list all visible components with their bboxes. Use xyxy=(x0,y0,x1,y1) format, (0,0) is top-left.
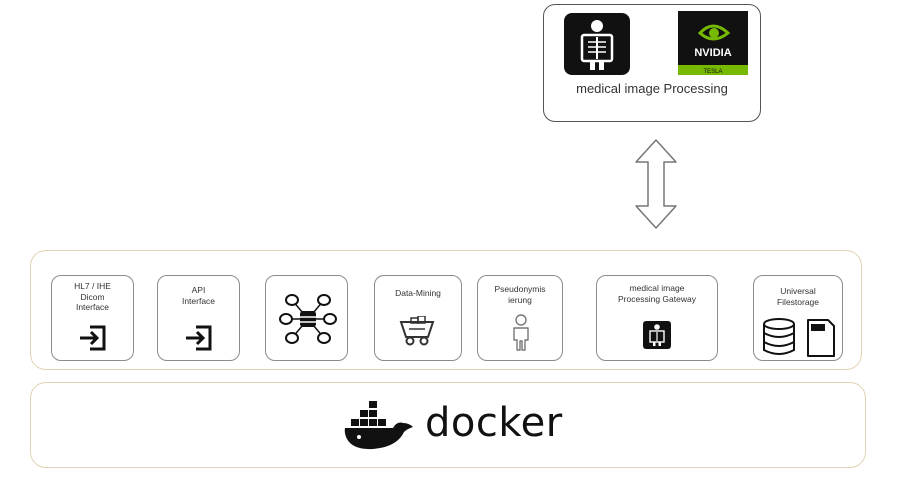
service-card-api: API Interface xyxy=(157,275,240,361)
service-card-database-network xyxy=(265,275,348,361)
docker-wordmark: docker xyxy=(425,400,563,446)
service-card-universal-filestorage: Universal Filestorage xyxy=(753,275,843,361)
mining-cart-icon xyxy=(399,316,435,346)
service-card-data-mining: Data-Mining xyxy=(374,275,462,361)
processing-label: medical image Processing xyxy=(576,81,728,96)
service-label: medical image Processing Gateway xyxy=(618,283,696,304)
service-card-processing-gateway: medical image Processing Gateway xyxy=(596,275,718,361)
service-label: Universal Filestorage xyxy=(776,286,820,307)
docker-container: docker xyxy=(30,382,866,468)
service-label: HL7 / IHE Dicom Interface xyxy=(74,281,111,312)
docker-whale-icon xyxy=(344,401,413,450)
database-network-icon xyxy=(279,294,337,344)
login-arrow-icon xyxy=(80,325,106,351)
service-label: Data-Mining xyxy=(395,288,441,298)
login-arrow-icon xyxy=(186,325,212,351)
bidirectional-arrow-icon xyxy=(635,139,677,229)
service-label: API Interface xyxy=(181,285,216,306)
storage-file-icon xyxy=(763,318,835,357)
service-card-pseudonymisierung: Pseudonymis ierung xyxy=(477,275,563,361)
service-card-hl7-dicom: HL7 / IHE Dicom Interface xyxy=(51,275,134,361)
nvidia-tesla-logo: NVIDIA TESLA xyxy=(678,11,748,75)
nvidia-wordmark: NVIDIA xyxy=(694,47,731,59)
xray-icon xyxy=(564,13,630,75)
services-container: HL7 / IHE Dicom Interface API Interface xyxy=(30,250,862,370)
tesla-wordmark: TESLA xyxy=(703,69,722,75)
medical-image-processing-box: NVIDIA TESLA medical image Processing xyxy=(543,4,761,122)
xray-icon xyxy=(643,321,671,349)
person-outline-icon xyxy=(513,314,529,351)
service-label: Pseudonymis ierung xyxy=(494,284,546,305)
